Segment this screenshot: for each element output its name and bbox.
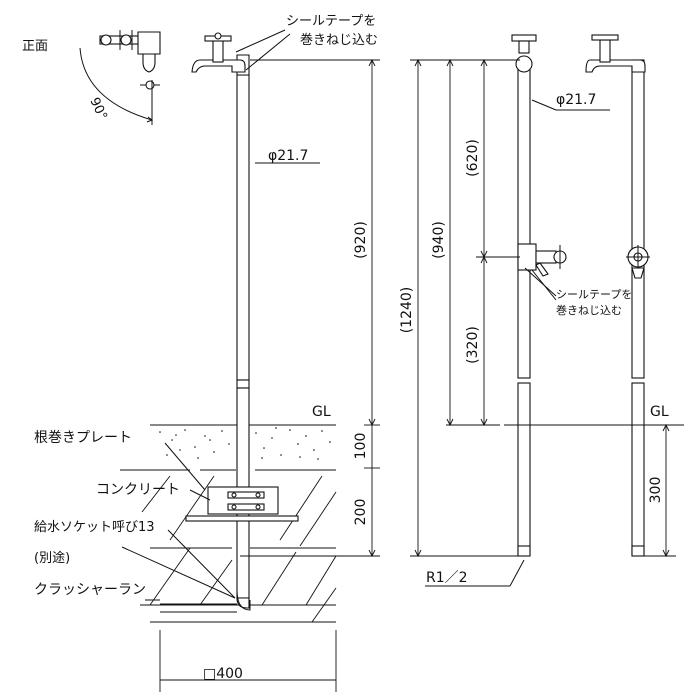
rotation-arc — [79, 47, 153, 121]
angle-label: 90° — [86, 95, 109, 122]
separate-label: (別途) — [34, 550, 70, 566]
left-post-pipe — [160, 74, 251, 613]
diameter-label-left: φ21.7 — [268, 148, 308, 164]
gl-label-right: GL — [650, 404, 669, 420]
right-post-front — [585, 34, 650, 557]
seal-tape-label-line1: シールテープを — [286, 14, 376, 29]
front-label: 正面 — [22, 39, 48, 54]
seal-tape-small-line1: シールテープを — [556, 288, 632, 301]
seal-tape-label-line2: 巻きねじ込む — [300, 33, 378, 48]
dim-300: 300 — [648, 477, 664, 504]
dim-940: (940) — [431, 221, 447, 259]
socket-elbow — [236, 589, 251, 611]
dim-920: (920) — [353, 221, 369, 259]
thread-label: R1／2 — [426, 570, 468, 586]
dim-1240: (1240) — [399, 287, 415, 334]
seal-tape-small-line2: 巻きねじ込む — [556, 304, 622, 317]
topsoil-dots — [159, 427, 331, 460]
dimensions-right — [410, 58, 676, 558]
leader-lines-left — [121, 29, 320, 601]
dim-620: (620) — [465, 139, 481, 177]
diameter-label-right: φ21.7 — [556, 92, 596, 108]
root-plate-label: 根巻きプレート — [34, 430, 132, 446]
root-plate — [185, 486, 299, 522]
dim-320: (320) — [465, 326, 481, 364]
crusher-run-label: クラッシャーラン — [34, 582, 146, 598]
left-faucet — [191, 32, 250, 76]
dim-200: 200 — [353, 499, 369, 526]
concrete-label: コンクリート — [96, 482, 180, 498]
dimensions-left — [159, 58, 380, 692]
ground-hatching — [120, 469, 337, 623]
leader-lines-right — [425, 99, 610, 587]
width-label: □400 — [203, 666, 243, 682]
plan-view-faucet — [79, 30, 161, 125]
socket-label: 給水ソケット呼び13 — [34, 520, 155, 535]
ground-section — [120, 424, 337, 623]
dim-100: 100 — [353, 433, 369, 460]
gl-label-left: GL — [312, 404, 331, 420]
